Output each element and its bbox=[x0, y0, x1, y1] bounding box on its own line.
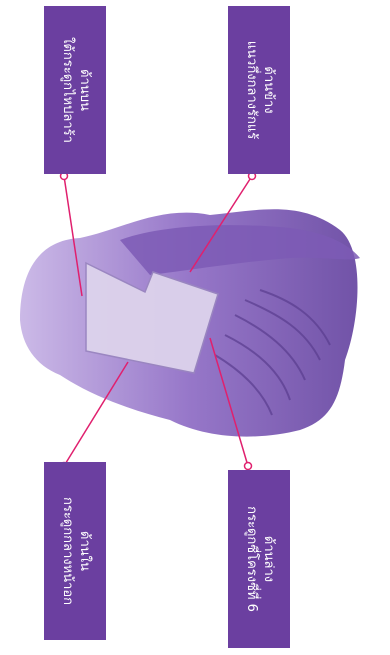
label-lateral-line2: แนวกึ่งกลางรักแร้ bbox=[242, 41, 259, 139]
label-medial-line1: ด้านใน bbox=[75, 497, 92, 605]
label-bottom-line2: กระดูกซี่โครงซี่ที่ 6 bbox=[242, 506, 259, 612]
label-medial-line2: กระดูกกลางหน้าอก bbox=[58, 497, 75, 605]
label-top: ด้านบน ใต้กระดูกไหปลาร้า bbox=[44, 6, 106, 174]
label-bottom-line1: ด้านล่าง bbox=[259, 506, 276, 612]
label-top-line2: ใต้กระดูกไหปลาร้า bbox=[58, 37, 75, 143]
label-bottom: ด้านล่าง กระดูกซี่โครงซี่ที่ 6 bbox=[228, 470, 290, 648]
label-lateral-line1: ด้านข้าง bbox=[259, 41, 276, 139]
label-lateral: ด้านข้าง แนวกึ่งกลางรักแร้ bbox=[228, 6, 290, 174]
label-top-line1: ด้านบน bbox=[75, 37, 92, 143]
label-medial: ด้านใน กระดูกกลางหน้าอก bbox=[44, 462, 106, 640]
